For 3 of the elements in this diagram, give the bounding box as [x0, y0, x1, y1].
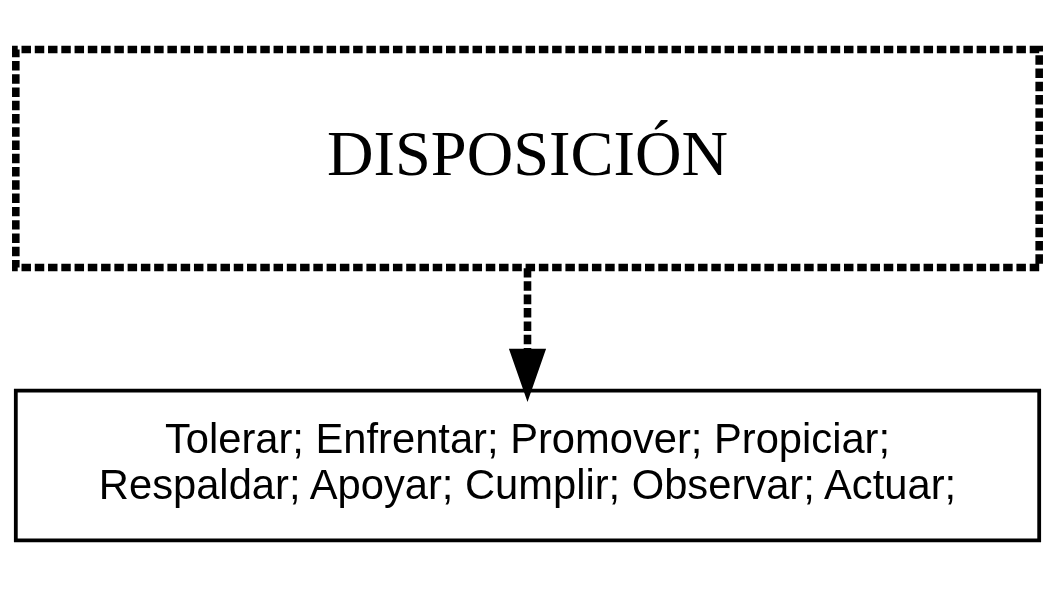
node-box: DISPOSICIÓN: [12, 45, 1043, 271]
arrow: [508, 267, 547, 402]
node-box: Tolerar; Enfrentar; Promover; Propiciar; Respaldar; Apoyar; Cumplir; Observar; Actuar;: [13, 388, 1042, 542]
